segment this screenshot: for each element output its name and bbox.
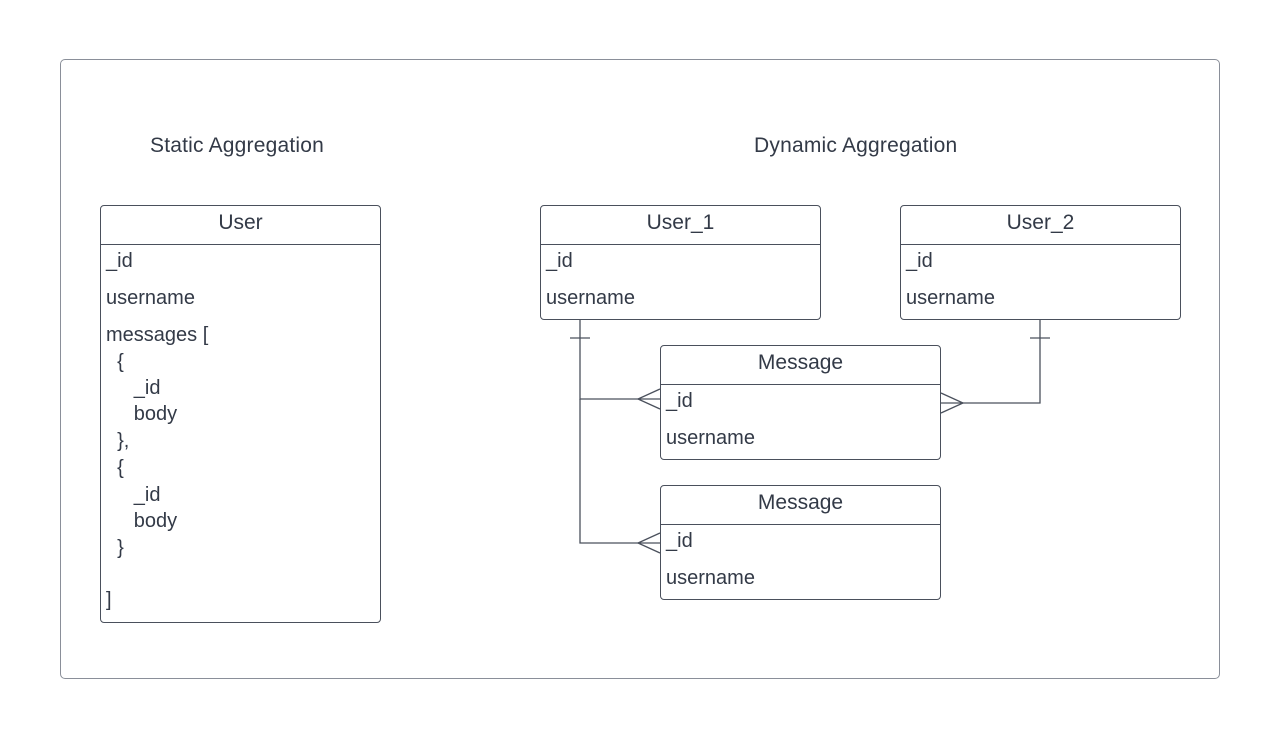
field-username: username — [106, 287, 195, 309]
entity-title: User — [101, 206, 380, 245]
field-message-body: body — [106, 403, 178, 425]
field-id: _id — [906, 250, 933, 272]
many-cardinality-mark — [940, 392, 965, 414]
field-message-body: body — [106, 510, 178, 532]
field-id: _id — [666, 530, 693, 552]
entity-title: Message — [661, 486, 940, 525]
user-1-message-1-connector — [579, 320, 660, 400]
static-user-entity: User _id username messages [ { _id body … — [100, 205, 381, 623]
field-id: _id — [666, 390, 693, 412]
message-1-entity: Message _id username — [660, 345, 941, 460]
field-brace-close: }, — [106, 430, 130, 452]
field-brace-open: { — [106, 351, 124, 373]
entity-title: User_1 — [541, 206, 820, 245]
dynamic-aggregation-title: Dynamic Aggregation — [754, 134, 958, 157]
field-brace-open: { — [106, 457, 124, 479]
static-aggregation-title: Static Aggregation — [150, 134, 325, 157]
field-username: username — [666, 427, 755, 449]
field-id: _id — [106, 250, 133, 272]
field-username: username — [906, 287, 995, 309]
field-brace-close: } — [106, 537, 124, 559]
field-messages-close: ] — [106, 589, 112, 611]
message-2-entity: Message _id username — [660, 485, 941, 600]
many-cardinality-mark — [636, 532, 661, 554]
user-2-message-1-connector — [941, 320, 1041, 404]
field-message-id: _id — [106, 377, 161, 399]
field-messages-open: messages [ — [106, 324, 209, 346]
field-message-id: _id — [106, 484, 161, 506]
field-username: username — [666, 567, 755, 589]
entity-title: User_2 — [901, 206, 1180, 245]
many-cardinality-mark — [636, 388, 661, 410]
user-1-entity: User_1 _id username — [540, 205, 821, 320]
user-2-entity: User_2 _id username — [900, 205, 1181, 320]
field-id: _id — [546, 250, 573, 272]
user-1-message-2-connector — [579, 399, 660, 544]
entity-title: Message — [661, 346, 940, 385]
field-username: username — [546, 287, 635, 309]
diagram-frame — [60, 59, 1220, 679]
